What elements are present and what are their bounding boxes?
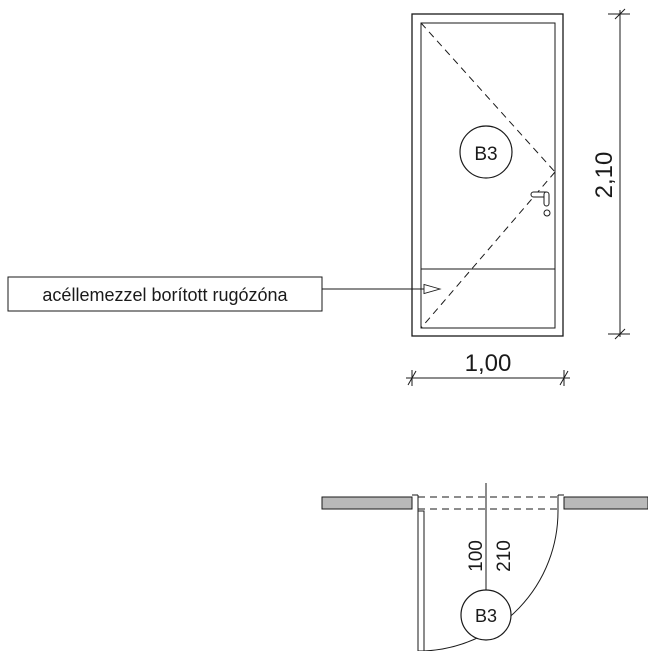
door-tag-elevation: B3 (459, 125, 513, 179)
callout-label: acéllemezzel borított rugózóna (42, 285, 288, 305)
door-tag-elevation-label: B3 (474, 144, 497, 165)
width-dimension: 1,00 (406, 350, 570, 386)
wall-left (321, 496, 413, 510)
door-plan: 100 210 B3 (321, 483, 648, 651)
door-handle-icon (530, 191, 551, 217)
plan-dimension-a: 100 (466, 540, 487, 572)
height-dimension: 2,10 (591, 8, 630, 340)
height-dimension-label: 2,10 (591, 152, 618, 199)
door-tag-plan: B3 (460, 589, 512, 641)
plan-door-swing-arc (423, 510, 559, 651)
callout-arrowhead (423, 283, 442, 295)
plan-dimension-b: 210 (494, 540, 515, 572)
door-frame-outer (411, 13, 564, 337)
door-elevation: B3 (411, 13, 564, 337)
opening-dash-lower (420, 171, 556, 329)
door-tag-plan-label: B3 (475, 606, 497, 626)
width-dimension-label: 1,00 (465, 350, 512, 377)
plan-door-leaf (417, 510, 425, 651)
kickplate-callout: acéllemezzel borított rugózóna (7, 276, 442, 312)
callout-box (7, 276, 323, 312)
door-leaf (420, 22, 556, 329)
wall-right (563, 496, 648, 510)
opening-dash-upper (420, 22, 556, 173)
